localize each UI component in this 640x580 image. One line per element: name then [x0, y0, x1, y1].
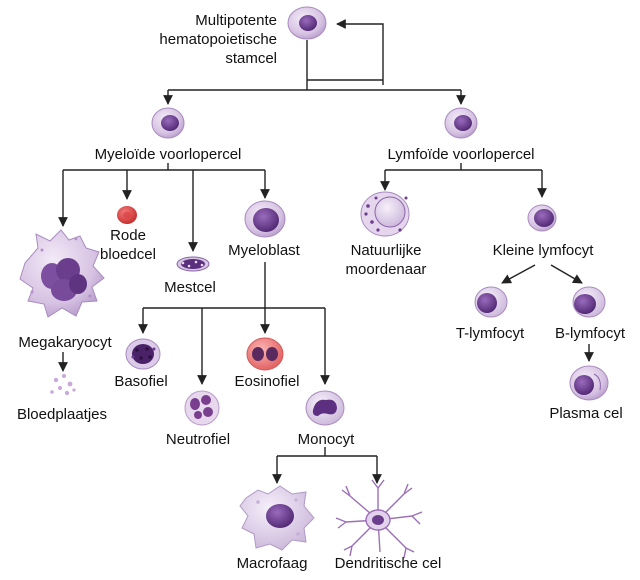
stem-cell-label-line2: hematopoietische	[159, 31, 277, 48]
small-lymphocyte-icon	[527, 204, 557, 232]
t-lymphocyte-label: T-lymfocyt	[456, 325, 525, 342]
dendritic-cell-label: Dendritische cel	[335, 555, 442, 572]
macrophage-label: Macrofaag	[237, 555, 308, 572]
self-renewal-arrow	[336, 19, 384, 85]
arrow-to-t-lymphocyte	[501, 264, 536, 284]
monocyte-label: Monocyt	[298, 431, 356, 448]
arrow-to-b-lymphocyte	[550, 264, 583, 284]
platelets-label: Bloedplaatjes	[17, 406, 107, 423]
mast-cell-icon	[176, 256, 210, 272]
labels: Multipotente hematopoietische stamcel My…	[17, 12, 626, 572]
stem-cell-label-line3: stamcel	[225, 50, 277, 67]
red-blood-cell-icon	[117, 206, 137, 224]
red-blood-cell-label-line2: bloedcel	[100, 246, 156, 263]
megakaryocyte-label: Megakaryocyt	[18, 334, 112, 351]
eosinophil-label: Eosinofiel	[234, 373, 299, 390]
plasma-cell-label: Plasma cel	[549, 405, 622, 422]
macrophage-icon	[239, 485, 315, 551]
myeloblast-label: Myeloblast	[228, 242, 301, 259]
monocyte-icon	[305, 390, 345, 426]
red-blood-cell-label-line1: Rode	[110, 227, 146, 244]
plasma-cell-icon	[569, 365, 609, 401]
b-lymphocyte-label: B-lymfocyt	[555, 325, 626, 342]
eosinophil-icon	[246, 337, 284, 371]
neutrophil-label: Neutrofiel	[166, 431, 230, 448]
natural-killer-label-line2: moordenaar	[346, 261, 427, 278]
myeloid-progenitor-label: Myeloïde voorlopercel	[95, 146, 242, 163]
stem-cell-label-line1: Multipotente	[195, 12, 277, 29]
basophil-label: Basofiel	[114, 373, 167, 390]
b-lymphocyte-icon	[572, 286, 606, 318]
basophil-icon	[125, 338, 161, 370]
mast-cell-label: Mestcel	[164, 279, 216, 296]
lymphoid-progenitor-icon	[444, 107, 478, 139]
lymphoid-progenitor-label: Lymfoïde voorlopercel	[387, 146, 534, 163]
neutrophil-icon	[184, 390, 220, 426]
t-lymphocyte-icon	[474, 286, 508, 318]
natural-killer-cell-icon	[360, 191, 410, 237]
natural-killer-label-line1: Natuurlijke	[351, 242, 422, 259]
megakaryocyte-icon	[19, 229, 105, 318]
small-lymphocyte-label: Kleine lymfocyt	[493, 242, 595, 259]
myeloid-progenitor-icon	[151, 107, 185, 139]
platelets-icon	[50, 374, 76, 396]
stem-cell-icon	[287, 6, 327, 40]
connector-lines	[58, 19, 594, 484]
myeloblast-icon	[244, 200, 286, 238]
dendritic-cell-icon	[335, 479, 423, 559]
